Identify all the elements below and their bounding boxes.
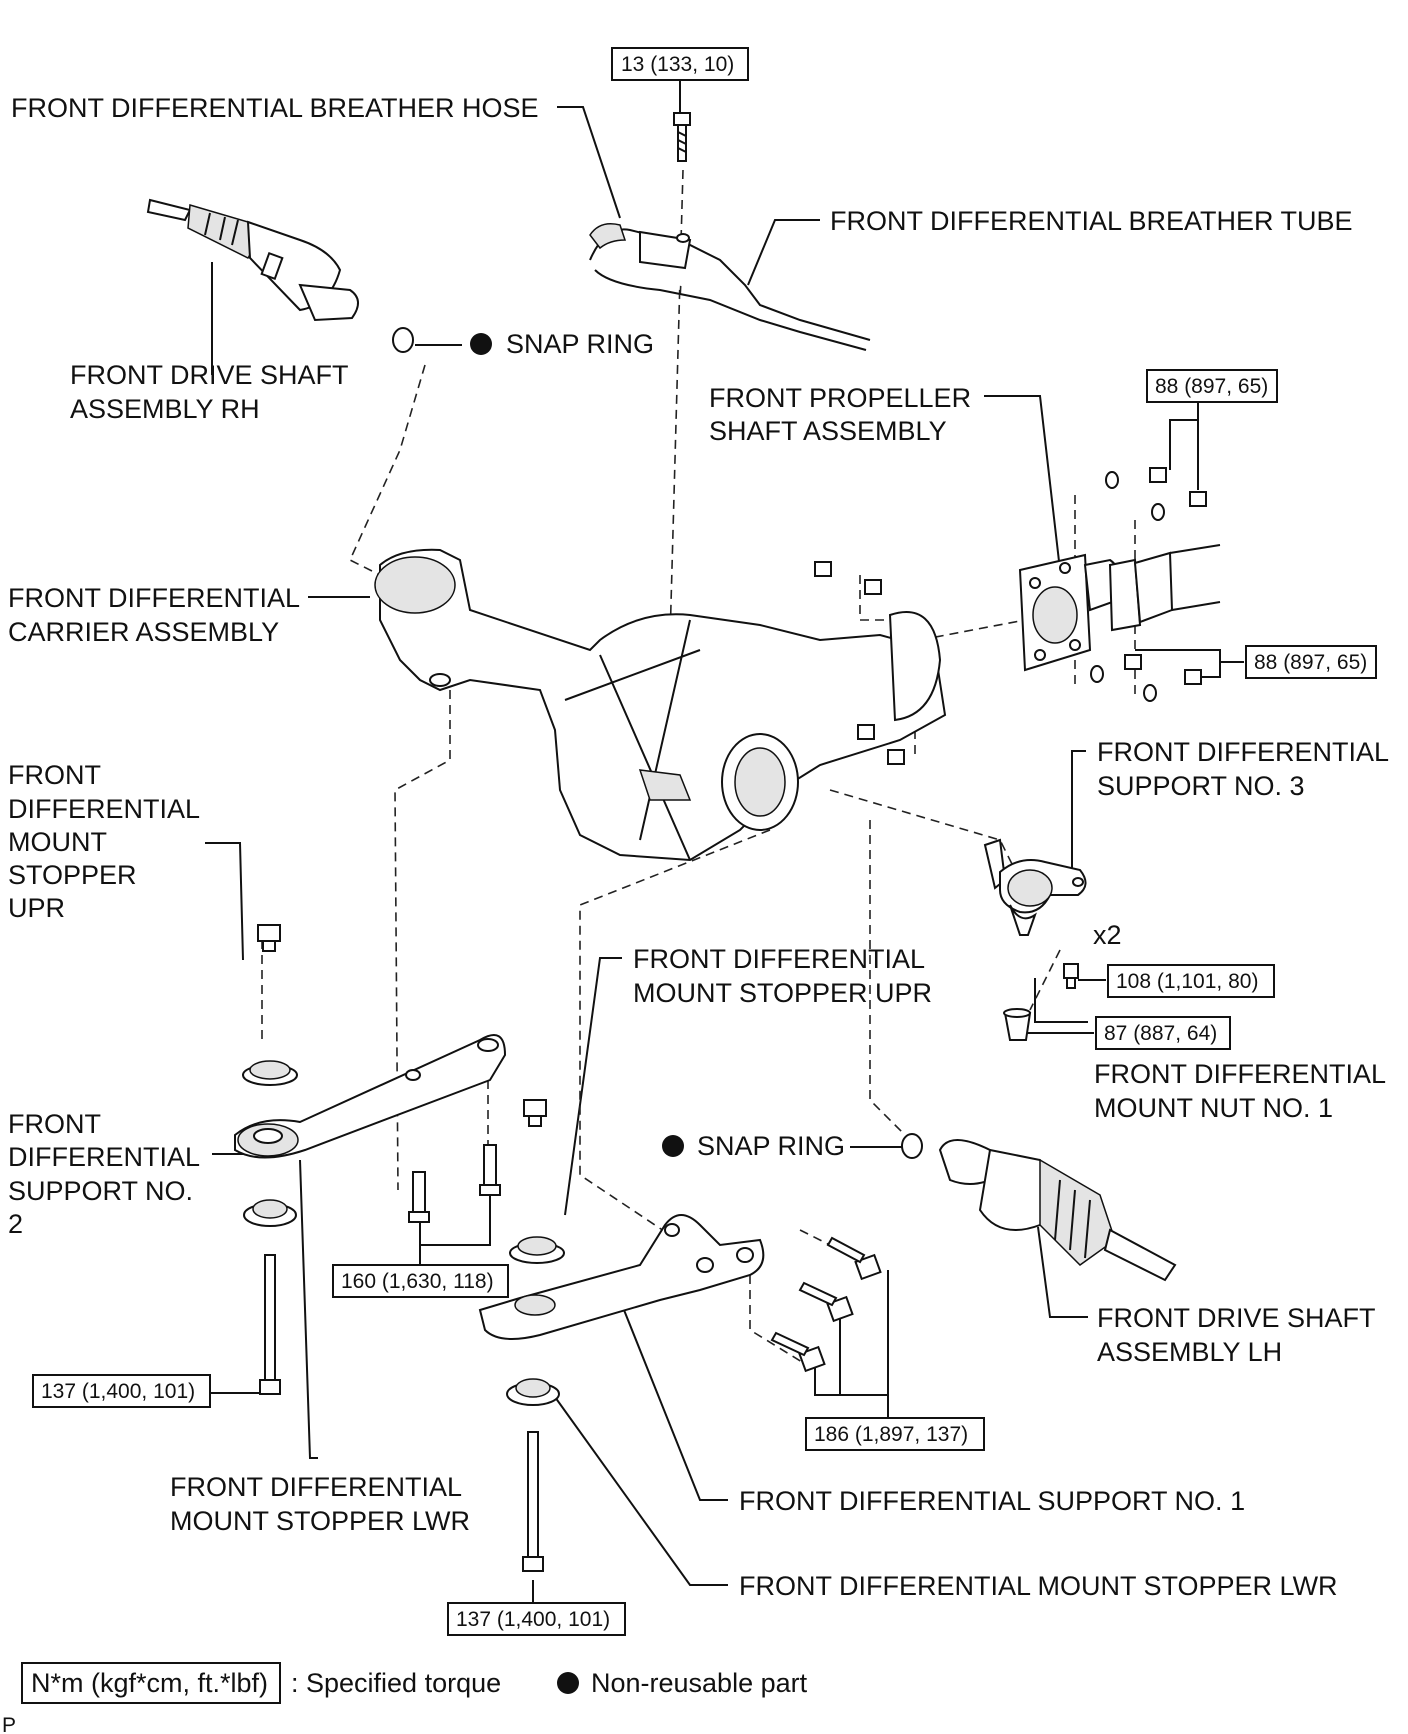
torque-breather-bolt: 13 (133, 10) xyxy=(621,53,734,76)
carrier-nuts xyxy=(814,561,905,765)
label-carrier-2: CARRIER ASSEMBLY xyxy=(8,617,279,647)
legend: N*m (kgf*cm, ft.*lbf) : Specified torque… xyxy=(21,1662,808,1704)
label-support2-4: 2 xyxy=(8,1209,23,1239)
mount-stopper-nut-left xyxy=(257,924,281,952)
leader-lines xyxy=(205,80,1244,1617)
mount-stopper-lwr-bottom-bolt xyxy=(522,1431,544,1572)
support-no2-drawing xyxy=(234,1034,507,1159)
torque-support1-bolts: 186 (1,897, 137) xyxy=(814,1423,968,1446)
label-stopper-lwr-left-2: MOUNT STOPPER LWR xyxy=(170,1506,470,1536)
support-no1-drawing xyxy=(478,1214,765,1340)
support-no3-bolt xyxy=(1063,963,1079,989)
mount-stopper-upr-left xyxy=(242,1060,298,1086)
label-x2: x2 xyxy=(1093,920,1122,950)
breather-bolt xyxy=(673,112,691,162)
legend-nonreusable-dot xyxy=(557,1672,579,1694)
propeller-bolts xyxy=(1090,467,1207,702)
label-drive-shaft-lh-2: ASSEMBLY LH xyxy=(1097,1337,1282,1367)
label-breather-tube: FRONT DIFFERENTIAL BREATHER TUBE xyxy=(830,206,1353,236)
breather-tube-drawing xyxy=(589,223,871,351)
legend-torque-unit: N*m (kgf*cm, ft.*lbf) xyxy=(31,1668,268,1698)
mount-stopper-lwr-left-bolt xyxy=(259,1254,281,1395)
label-nut1-1: FRONT DIFFERENTIAL xyxy=(1094,1059,1386,1089)
label-stopper-upr-mid-1: FRONT DIFFERENTIAL xyxy=(633,944,925,974)
label-stopper-upr-left-2: DIFFERENTIAL xyxy=(8,794,200,824)
torque-callouts: 13 (133, 10) 88 (897, 65) 88 (897, 65) 1… xyxy=(32,47,1377,1636)
support-no1-bolts xyxy=(770,1236,882,1373)
torque-mount-nut: 87 (887, 64) xyxy=(1104,1022,1217,1045)
legend-torque-desc: : Specified torque xyxy=(291,1668,501,1698)
torque-support3-bolt: 108 (1,101, 80) xyxy=(1116,970,1258,993)
torque-propeller-lower: 88 (897, 65) xyxy=(1254,651,1367,674)
legend-nonreusable-desc: Non-reusable part xyxy=(591,1668,808,1698)
differential-carrier-drawing xyxy=(374,548,947,862)
label-support2-1: FRONT xyxy=(8,1109,101,1139)
label-breather-hose: FRONT DIFFERENTIAL BREATHER HOSE xyxy=(11,93,539,123)
label-stopper-upr-left-1: FRONT xyxy=(8,760,101,790)
snap-ring-rh xyxy=(392,327,414,353)
mount-stopper-lwr-bottom xyxy=(506,1378,560,1406)
torque-stopper-lwr-left-bolt: 137 (1,400, 101) xyxy=(41,1380,195,1403)
part-labels: FRONT DIFFERENTIAL BREATHER HOSE FRONT D… xyxy=(2,93,1389,1734)
mount-stopper-nut-mid xyxy=(523,1099,547,1127)
snap-ring-lh xyxy=(901,1133,923,1159)
label-stopper-upr-left-4: STOPPER xyxy=(8,860,137,890)
nonreusable-dot-top xyxy=(470,333,492,355)
torque-stopper-lwr-bottom-bolt: 137 (1,400, 101) xyxy=(456,1608,610,1631)
label-stopper-upr-mid-2: MOUNT STOPPER UPR xyxy=(633,978,932,1008)
label-support2-2: DIFFERENTIAL xyxy=(8,1142,200,1172)
label-support1: FRONT DIFFERENTIAL SUPPORT NO. 1 xyxy=(739,1486,1245,1516)
label-carrier-1: FRONT DIFFERENTIAL xyxy=(8,583,300,613)
label-snap-ring-bottom: SNAP RING xyxy=(697,1131,845,1161)
support-no3-drawing xyxy=(983,838,1087,936)
mount-stopper-upr-mid xyxy=(509,1236,565,1264)
label-corner-mark: P xyxy=(2,1714,16,1734)
label-stopper-upr-left-3: MOUNT xyxy=(8,827,107,857)
label-snap-ring-top: SNAP RING xyxy=(506,329,654,359)
label-stopper-lwr-left-1: FRONT DIFFERENTIAL xyxy=(170,1472,462,1502)
label-propeller-2: SHAFT ASSEMBLY xyxy=(709,416,947,446)
label-support3-1: FRONT DIFFERENTIAL xyxy=(1097,737,1389,767)
label-stopper-upr-left-5: UPR xyxy=(8,893,65,923)
label-drive-shaft-rh-1: FRONT DRIVE SHAFT xyxy=(70,360,349,390)
mount-stopper-lwr-left xyxy=(243,1199,297,1227)
label-support2-3: SUPPORT NO. xyxy=(8,1176,193,1206)
torque-support2-bolts: 160 (1,630, 118) xyxy=(341,1270,494,1293)
drive-shaft-lh-drawing xyxy=(938,1139,1177,1282)
label-support3-2: SUPPORT NO. 3 xyxy=(1097,771,1305,801)
label-drive-shaft-lh-1: FRONT DRIVE SHAFT xyxy=(1097,1303,1376,1333)
propeller-shaft-drawing xyxy=(1018,544,1221,672)
label-propeller-1: FRONT PROPELLER xyxy=(709,383,971,413)
support-no2-bolts xyxy=(408,1144,501,1223)
label-nut1-2: MOUNT NUT NO. 1 xyxy=(1094,1093,1333,1123)
label-drive-shaft-rh-2: ASSEMBLY RH xyxy=(70,394,260,424)
torque-propeller-upper: 88 (897, 65) xyxy=(1155,375,1268,398)
label-stopper-lwr-bottom: FRONT DIFFERENTIAL MOUNT STOPPER LWR xyxy=(739,1571,1338,1601)
drive-shaft-rh-drawing xyxy=(146,198,359,322)
mount-nut-no1 xyxy=(1003,1008,1032,1041)
nonreusable-dot-bottom xyxy=(662,1135,684,1157)
